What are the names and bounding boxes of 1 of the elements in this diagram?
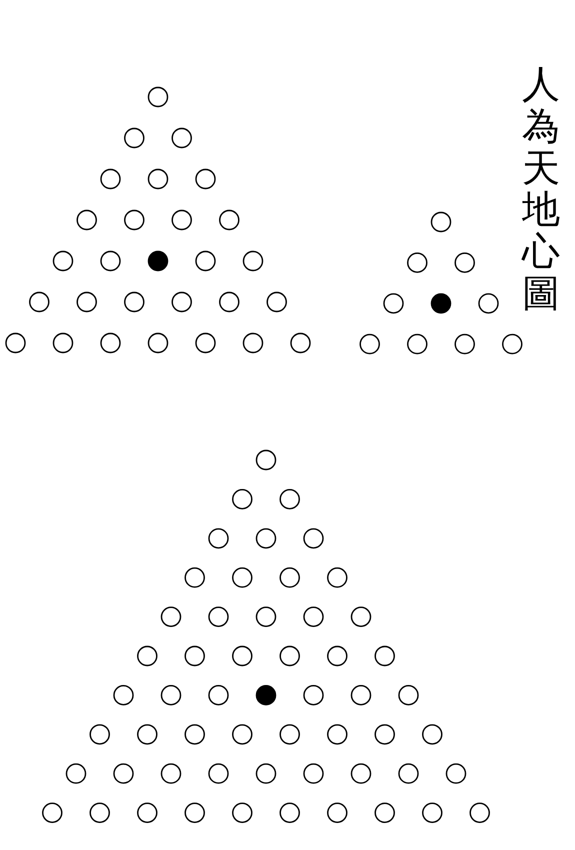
vertical-title: 人為天地心圖 xyxy=(522,64,560,315)
